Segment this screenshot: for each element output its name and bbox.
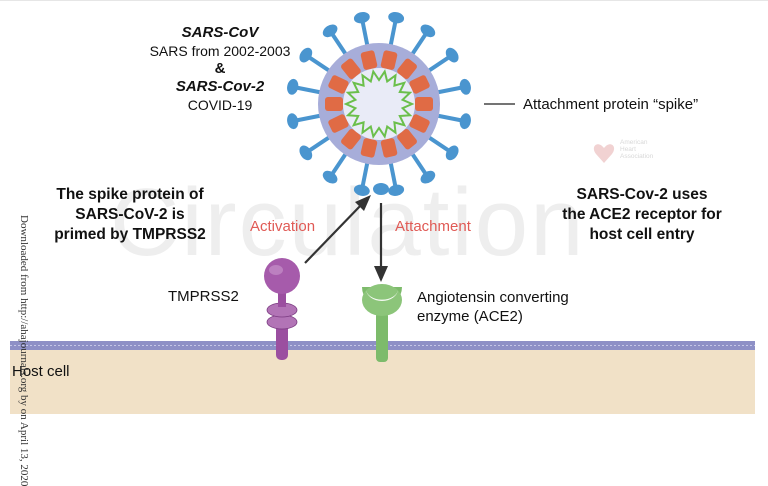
virus-rna xyxy=(343,69,415,139)
spike-tip xyxy=(353,184,370,196)
spike-tip xyxy=(459,78,471,95)
virus-spikes xyxy=(287,12,471,196)
spike-tip xyxy=(388,184,405,196)
logo-text-line: Association xyxy=(620,153,654,160)
virus-title: SARS-CoV SARS from 2002-2003 & SARS-Cov-… xyxy=(120,24,320,114)
detached-spike-tip xyxy=(373,183,389,195)
virus-membrane-proteins xyxy=(325,50,433,158)
spike-tip xyxy=(322,24,338,38)
tmprss2-protein xyxy=(264,258,300,360)
left-note-line: SARS-CoV-2 is xyxy=(75,206,185,223)
membrane-protein xyxy=(380,138,398,158)
membrane-protein xyxy=(341,128,361,150)
spike-tip xyxy=(459,113,471,130)
ace2-label-line: enzyme (ACE2) xyxy=(417,308,523,325)
tmprss2-label: TMPRSS2 xyxy=(168,288,239,305)
top-border xyxy=(0,0,768,1)
left-note-line: The spike protein of xyxy=(56,186,204,203)
membrane-protein xyxy=(360,138,378,158)
membrane-protein xyxy=(328,114,349,133)
membrane-protein xyxy=(409,75,430,94)
attachment-label: Attachment xyxy=(395,218,471,235)
membrane-protein xyxy=(325,97,343,111)
spike-label: Attachment protein “spike” xyxy=(523,96,699,113)
right-note-rest: uses xyxy=(667,186,708,203)
virus-name-2: SARS-Cov-2 xyxy=(175,78,265,95)
virus-desc-2: COVID-19 xyxy=(187,97,253,113)
spike-tip xyxy=(299,145,313,161)
journal-watermark: Circulation xyxy=(110,169,586,276)
virus-core xyxy=(343,68,415,140)
left-note-line: primed by TMPRSS2 xyxy=(54,226,206,243)
membrane-protein xyxy=(415,97,433,111)
membrane-protein xyxy=(360,50,378,70)
membrane-protein xyxy=(380,50,398,70)
virus-name-1: SARS-CoV xyxy=(181,24,259,41)
spike-tip xyxy=(420,170,436,184)
virus-desc-1: SARS from 2002-2003 xyxy=(149,43,291,59)
membrane-protein xyxy=(328,75,349,94)
virus-ampersand: & xyxy=(214,60,226,77)
logo-text-line: American xyxy=(620,139,648,146)
heart-logo-icon xyxy=(593,144,615,163)
membrane-protein xyxy=(397,128,417,150)
membrane-protein xyxy=(397,58,417,80)
ace2-label-line: Angiotensin converting xyxy=(417,289,569,306)
ace2-label: Angiotensin converting enzyme (ACE2) xyxy=(417,288,617,326)
spike-tip xyxy=(388,12,405,24)
host-cell-label: Host cell xyxy=(12,363,70,380)
spike-tip xyxy=(445,47,459,63)
spike-tip xyxy=(420,24,436,38)
right-note: SARS-Cov-2 uses the ACE2 receptor for ho… xyxy=(532,185,752,245)
logo-text-line: Heart xyxy=(620,146,636,153)
membrane-protein xyxy=(409,114,430,133)
right-note-line: SARS-Cov-2 uses xyxy=(532,185,752,205)
ace2-receptor xyxy=(362,284,402,362)
spike-tip xyxy=(445,145,459,161)
activation-arrow xyxy=(304,202,364,264)
membrane-protein xyxy=(341,58,361,80)
right-note-line: the ACE2 receptor for xyxy=(562,206,722,223)
aha-logo-text: American Heart Association xyxy=(620,139,653,160)
download-note: Downloaded from http://ahajournals.org b… xyxy=(18,215,30,486)
spike-tip xyxy=(322,170,338,184)
spike-tip xyxy=(353,12,370,24)
right-note-bold: SARS-Cov-2 xyxy=(576,186,668,203)
activation-label: Activation xyxy=(250,218,316,235)
left-note: The spike protein of SARS-CoV-2 is prime… xyxy=(20,185,240,245)
spike-tip xyxy=(287,113,299,130)
right-note-line: host cell entry xyxy=(589,226,695,243)
spike-tip xyxy=(299,47,313,63)
spike-tip xyxy=(287,78,299,95)
